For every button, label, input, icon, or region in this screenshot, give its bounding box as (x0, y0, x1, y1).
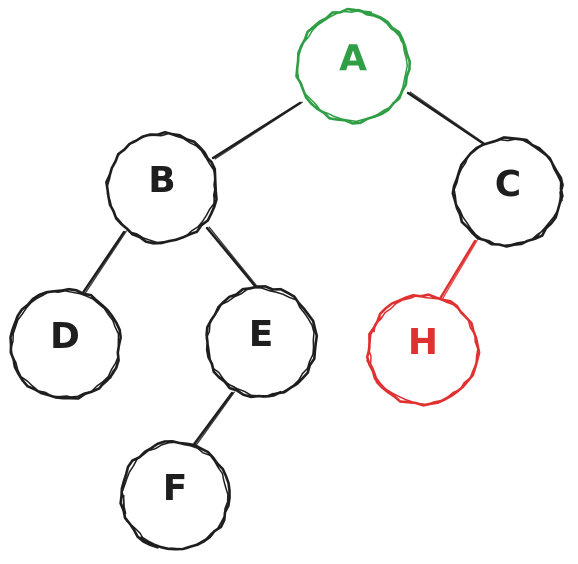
edge-stroke (193, 391, 235, 449)
edge-e-f (190, 391, 235, 449)
node-outline (367, 294, 479, 406)
node-fill (11, 290, 119, 398)
edge-stroke (190, 391, 234, 449)
node-outline (205, 287, 315, 398)
node-label-h: H (408, 322, 438, 363)
edge-stroke (211, 101, 302, 160)
node-h[interactable]: H (365, 293, 481, 407)
node-outline (451, 136, 564, 248)
node-label-e: E (249, 314, 274, 355)
edges-layer (76, 91, 493, 449)
edge-stroke (436, 239, 477, 304)
node-f[interactable]: F (119, 440, 231, 551)
edge-b-e (205, 226, 263, 294)
node-outline (119, 440, 231, 551)
node-c[interactable]: C (451, 136, 564, 248)
node-outline (296, 9, 409, 123)
node-label-b: B (148, 160, 175, 201)
node-outline (10, 290, 120, 399)
node-e[interactable]: E (205, 285, 319, 399)
node-a[interactable]: A (295, 7, 411, 125)
node-fill (455, 139, 561, 245)
edge-a-b (211, 101, 303, 160)
node-fill (108, 134, 216, 242)
edge-c-h (436, 239, 478, 304)
edge-stroke (409, 91, 493, 150)
edge-stroke (76, 230, 126, 302)
node-label-a: A (339, 38, 367, 79)
nodes-layer: A B C D E F H (9, 7, 564, 551)
edge-a-c (406, 91, 493, 150)
edge-stroke (439, 239, 478, 304)
node-b[interactable]: B (105, 131, 218, 245)
edge-stroke (208, 226, 263, 294)
edge-stroke (79, 230, 127, 302)
edge-b-d (76, 230, 127, 302)
node-outline (453, 138, 562, 247)
node-label-f: F (163, 468, 188, 509)
node-outline (121, 441, 229, 550)
edge-stroke (406, 91, 492, 150)
node-label-d: D (50, 316, 80, 357)
node-d[interactable]: D (9, 287, 122, 400)
node-outline (9, 287, 122, 400)
node-fill (207, 288, 315, 396)
node-fill (369, 296, 477, 404)
node-fill (122, 443, 228, 549)
edge-stroke (214, 101, 303, 160)
node-outline (106, 132, 216, 244)
node-fill (298, 11, 408, 121)
node-label-c: C (495, 164, 521, 205)
edge-stroke (205, 226, 262, 294)
